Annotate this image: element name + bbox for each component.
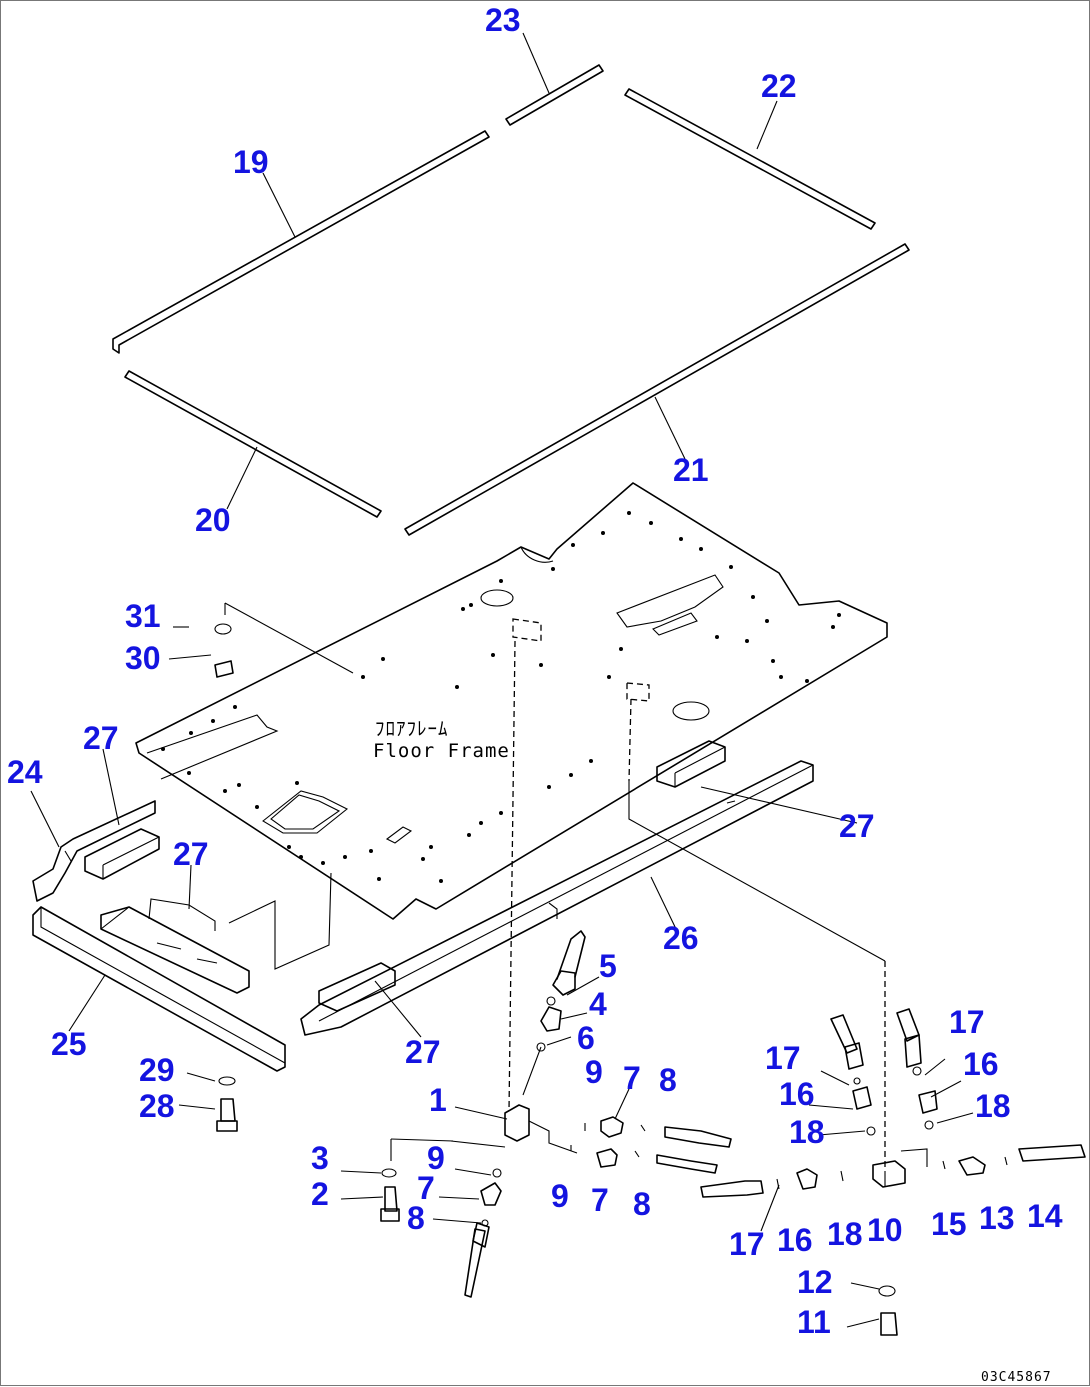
callout-7-b: 7 [417,1170,435,1206]
callout-9-c: 9 [551,1178,569,1214]
callout-16-b: 16 [779,1076,815,1112]
callout-31: 31 [125,598,161,634]
block-27-rail [318,962,396,1012]
seal-strip-22 [624,88,876,230]
callout-8-a: 8 [659,1062,677,1098]
cross-member-25 [32,906,286,1072]
block-27-front [100,898,250,994]
callout-2: 2 [311,1176,329,1212]
block-27-left [84,828,160,880]
callout-3: 3 [311,1140,329,1176]
callout-24: 24 [7,754,43,790]
callout-29: 29 [139,1052,175,1088]
bracket-10 [872,1148,928,1188]
callout-4: 4 [589,986,607,1022]
callout-27-c: 27 [839,808,875,844]
callout-10: 10 [867,1212,903,1248]
callout-18-b: 18 [789,1114,825,1150]
callout-27-a: 27 [83,720,119,756]
callout-23: 23 [485,2,521,38]
callout-7-a: 7 [623,1060,641,1096]
callout-21: 21 [673,452,709,488]
callout-28: 28 [139,1088,175,1124]
callout-12: 12 [797,1264,833,1300]
callout-18-c: 18 [827,1216,863,1252]
callout-27-b: 27 [173,836,209,872]
side-rail-26 [300,760,814,1036]
seal-strip-19 [112,130,490,354]
callout-20: 20 [195,502,231,538]
callout-25: 25 [51,1026,87,1062]
callout-22: 22 [761,68,797,104]
callout-8-c: 8 [633,1186,651,1222]
seal-strip-21 [404,243,910,536]
callout-7-c: 7 [591,1182,609,1218]
callout-26: 26 [663,920,699,956]
callout-9-b: 9 [427,1140,445,1176]
callout-17-b: 17 [765,1040,801,1076]
callout-30: 30 [125,640,161,676]
seal-strip-23 [505,64,604,126]
floor-frame-label-jp: ﾌﾛｱﾌﾚｰﾑ [375,718,449,740]
callout-13: 13 [979,1200,1015,1236]
drawing-code: 03C45867 [981,1370,1052,1385]
callout-16-c: 16 [777,1222,813,1258]
callout-27-d: 27 [405,1034,441,1070]
callout-19: 19 [233,144,269,180]
callout-11: 11 [797,1304,831,1340]
bracket-1 [450,1104,578,1154]
callout-9-a: 9 [585,1054,603,1090]
callout-8-b: 8 [407,1200,425,1236]
callout-16-a: 16 [963,1046,999,1082]
callout-1: 1 [429,1082,447,1118]
block-27-right [656,740,726,788]
floor-frame-plate [135,482,888,920]
callout-17-a: 17 [949,1004,985,1040]
callout-14: 14 [1027,1198,1063,1234]
callout-6: 6 [577,1020,595,1056]
callout-17-c: 17 [729,1226,765,1262]
floor-frame-label-en: Floor Frame [373,740,510,762]
callout-5: 5 [599,948,617,984]
callout-numbers: 23 22 19 21 20 31 30 27 24 27 27 26 25 2… [7,2,1063,1340]
seal-strip-20 [124,370,382,518]
callout-leaders [30,32,974,1328]
bracket-24 [32,800,156,902]
callout-15: 15 [931,1206,967,1242]
callout-18-a: 18 [975,1088,1011,1124]
